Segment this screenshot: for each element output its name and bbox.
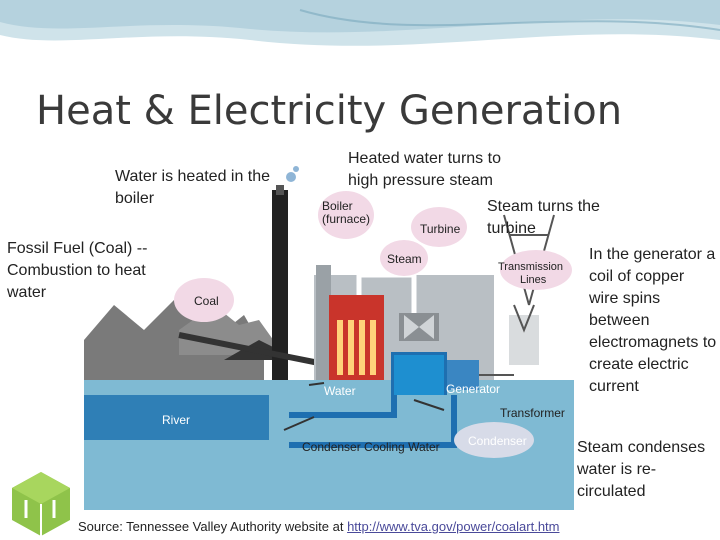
label-transformer: Transformer bbox=[500, 406, 565, 420]
caption-condenser: Steam condenses water is re-circulated bbox=[577, 437, 720, 503]
source-prefix: Source: Tennessee Valley Authority websi… bbox=[78, 519, 347, 534]
label-condenser-cooling-water: Condenser Cooling Water bbox=[302, 440, 440, 454]
caption-boiler: Water is heated in the boiler bbox=[115, 166, 275, 210]
header-decoration bbox=[0, 0, 720, 90]
label-generator: Generator bbox=[446, 382, 500, 396]
label-steam: Steam bbox=[387, 252, 422, 266]
label-lines: Lines bbox=[520, 274, 547, 286]
label-boiler: Boiler bbox=[322, 199, 353, 213]
caption-fuel: Fossil Fuel (Coal) -- Combustion to heat… bbox=[7, 238, 172, 304]
label-furnace: (furnace) bbox=[322, 212, 370, 226]
source-link[interactable]: http://www.tva.gov/power/coalart.htm bbox=[347, 519, 559, 534]
label-river: River bbox=[162, 413, 190, 427]
label-transmission: Transmission bbox=[498, 261, 563, 273]
caption-generator: In the generator a coil of copper wire s… bbox=[589, 244, 717, 398]
caption-turbine: Steam turns the turbine bbox=[487, 196, 622, 240]
recycle-cube-logo bbox=[10, 470, 72, 538]
slide-title: Heat & Electricity Generation bbox=[36, 88, 622, 134]
source-citation: Source: Tennessee Valley Authority websi… bbox=[78, 519, 560, 534]
caption-steam: Heated water turns to high pressure stea… bbox=[348, 148, 533, 192]
label-coal: Coal bbox=[194, 294, 219, 308]
label-water: Water bbox=[324, 384, 356, 398]
label-condenser: Condenser bbox=[468, 434, 527, 448]
label-turbine: Turbine bbox=[420, 222, 461, 236]
transformer-unit bbox=[509, 315, 539, 365]
